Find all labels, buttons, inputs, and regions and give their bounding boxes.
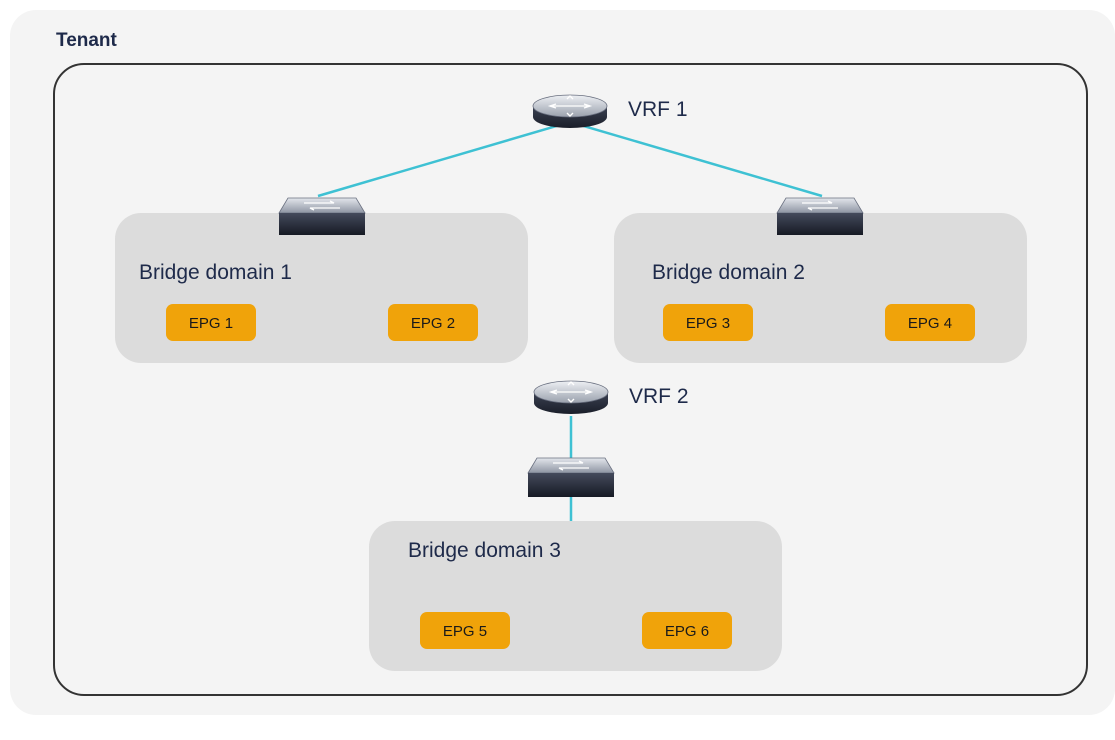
svg-text:EPG 2: EPG 2 <box>411 315 455 332</box>
link-vrf1-bd2 <box>569 120 823 198</box>
epg-badge: EPG 3 <box>663 304 753 341</box>
switch-icon <box>776 197 864 235</box>
epg-badge: EPG 2 <box>388 304 478 341</box>
switch-icon <box>527 457 615 497</box>
outer-panel <box>10 10 1115 715</box>
switch-icon <box>278 197 366 235</box>
svg-text:EPG 4: EPG 4 <box>908 315 952 332</box>
epg-badge: EPG 1 <box>166 304 256 341</box>
epg-badge: EPG 6 <box>642 612 732 649</box>
router-icon <box>532 94 608 128</box>
svg-text:EPG 5: EPG 5 <box>443 623 487 640</box>
tenant-title: Tenant <box>56 30 118 51</box>
router-icon <box>533 380 609 414</box>
vrf-2-label: VRF 2 <box>629 385 689 408</box>
bridge-domain-2-label: Bridge domain 2 <box>652 261 805 284</box>
bridge-domain-1-label: Bridge domain 1 <box>139 261 292 284</box>
svg-text:EPG 1: EPG 1 <box>189 315 233 332</box>
epg-badge: EPG 5 <box>420 612 510 649</box>
link-vrf1-bd1 <box>317 120 571 198</box>
epg-badge: EPG 4 <box>885 304 975 341</box>
tenant-boundary <box>53 63 1088 696</box>
vrf-1-label: VRF 1 <box>628 98 688 121</box>
svg-text:EPG 3: EPG 3 <box>686 315 730 332</box>
svg-text:EPG 6: EPG 6 <box>665 623 709 640</box>
bridge-domain-3-label: Bridge domain 3 <box>408 539 561 562</box>
